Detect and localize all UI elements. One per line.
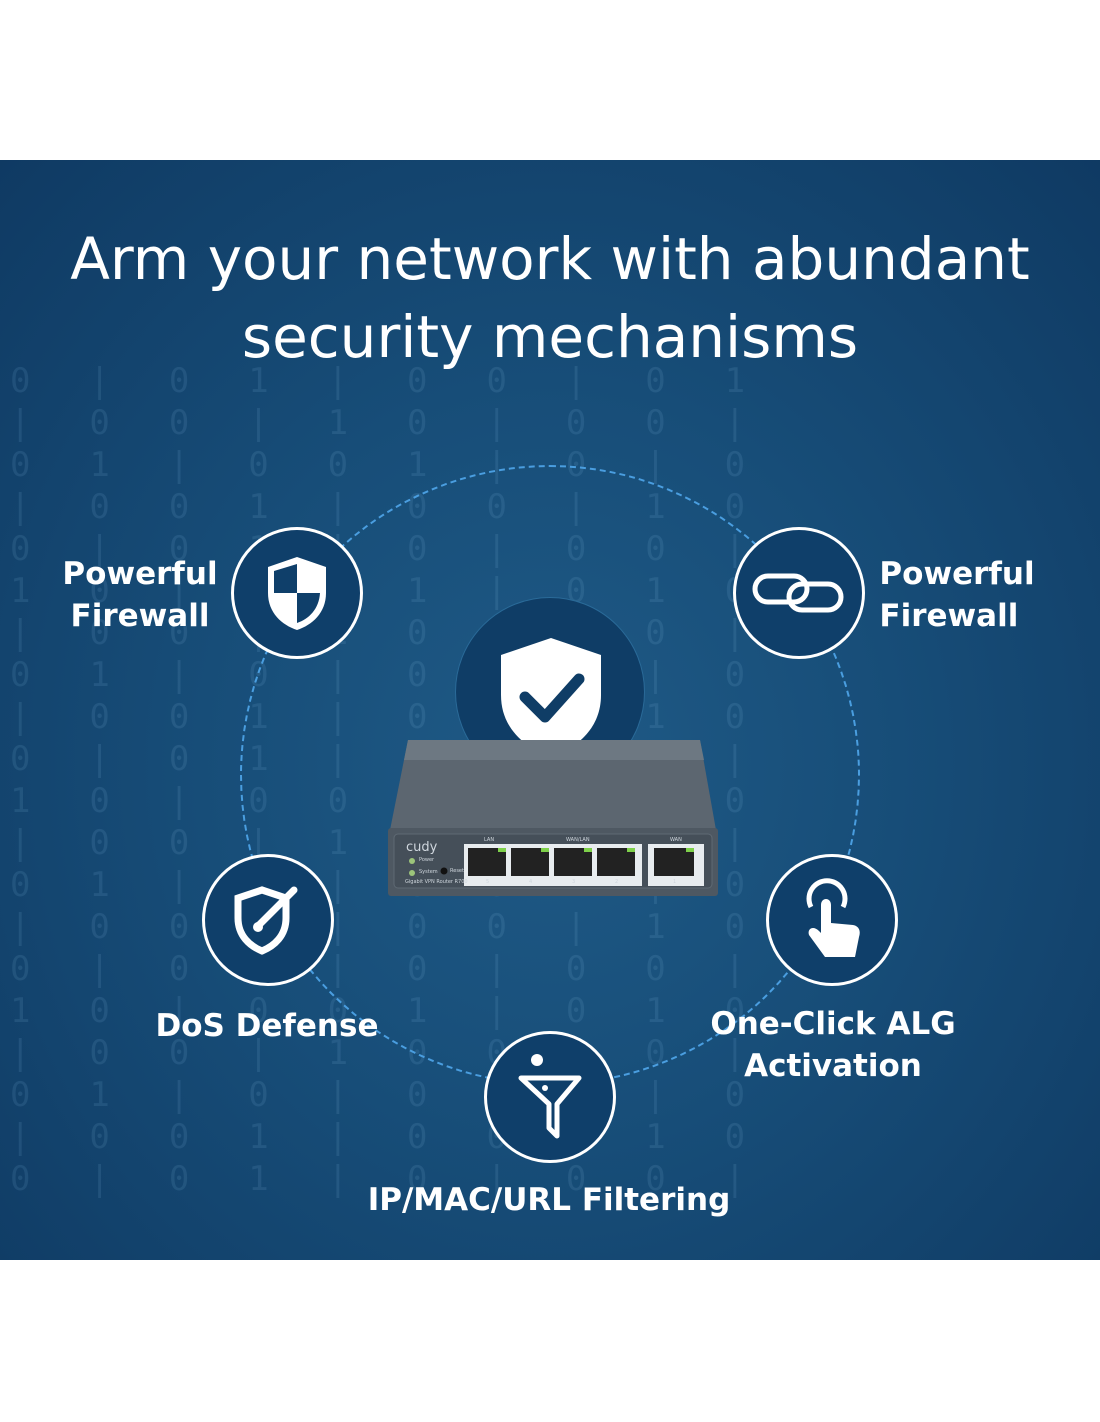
router-image: cudy Power System Reset Gigabit VPN Rout… — [388, 740, 718, 898]
alg-feature-circle — [766, 854, 898, 986]
port-number: 5 — [486, 879, 490, 885]
feature-label-dos: DoS Defense — [155, 1008, 379, 1044]
port-number: 4 — [529, 879, 533, 885]
port-number: 1 — [673, 879, 677, 885]
link-icon — [752, 573, 844, 613]
lan-label: LAN — [484, 837, 495, 843]
dos-feature-circle — [202, 854, 334, 986]
reset-label: Reset — [450, 868, 464, 874]
system-led-label: System — [419, 869, 438, 875]
router-brand: cudy — [406, 840, 438, 855]
headline-line-1: Arm your network with abundant — [70, 225, 1030, 293]
headline-line-2: security mechanisms — [241, 303, 859, 371]
shield-sword-icon — [234, 886, 298, 955]
port-number: 3 — [572, 879, 576, 885]
tap-hand-icon — [806, 878, 860, 957]
firewall-feature-circle — [231, 527, 363, 659]
shield-check-icon — [501, 638, 601, 757]
wan-label: WAN — [670, 837, 682, 843]
shield-icon — [268, 557, 326, 630]
feature-label-filtering: IP/MAC/URL Filtering — [367, 1182, 731, 1218]
port-number: 2 — [615, 879, 619, 885]
filtering-feature-circle — [484, 1031, 616, 1163]
power-led-label: Power — [419, 857, 435, 863]
model-label: Gigabit VPN Router R700 — [405, 879, 468, 885]
link-feature-circle — [733, 527, 865, 659]
wanlan-label: WAN/LAN — [566, 837, 590, 843]
filter-funnel-icon — [518, 1054, 582, 1139]
